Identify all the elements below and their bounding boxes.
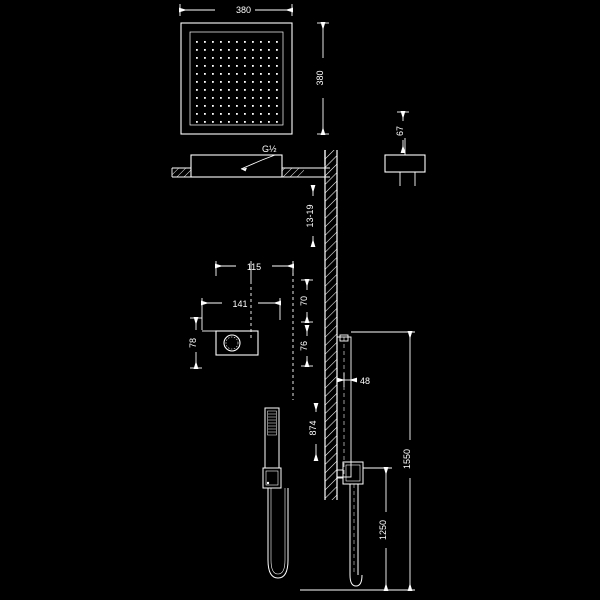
dimension-141 [201, 298, 281, 330]
label-wall-thickness: 13-19 [305, 204, 315, 227]
label-141: 141 [232, 299, 247, 309]
flexible-hose [267, 488, 289, 579]
label-115: 115 [247, 262, 261, 272]
shower-head-nozzles [196, 41, 278, 123]
dimension-48 [337, 373, 357, 387]
dimension-head-width [179, 4, 293, 16]
dimension-1250 [363, 467, 392, 591]
label-thread-size: G½ [262, 144, 277, 154]
thread-leader-line [240, 154, 276, 172]
ceiling-hatch-right [282, 168, 304, 177]
label-78: 78 [188, 338, 198, 348]
wall-bracket-holder [337, 461, 364, 485]
label-76: 76 [299, 341, 309, 351]
dimension-arm-height [397, 111, 409, 153]
ceiling-hatch-left [172, 168, 191, 177]
label-head-depth: 380 [315, 70, 325, 85]
column-tube [349, 484, 363, 587]
dimension-1550 [300, 331, 415, 591]
label-874: 874 [308, 420, 318, 435]
label-1250: 1250 [378, 520, 388, 540]
dimension-70 [301, 279, 313, 323]
dimension-76 [301, 325, 313, 367]
label-1550: 1550 [402, 449, 412, 469]
label-arm-height: 67 [395, 126, 405, 136]
ceiling-arm-right-plate [384, 138, 426, 186]
ceiling-mount-body [171, 154, 330, 178]
mixer-valve-plate [215, 330, 259, 356]
hand-shower-wand [262, 407, 282, 489]
shower-head-plan [180, 22, 293, 135]
label-70: 70 [299, 296, 309, 306]
wall-section [324, 150, 338, 500]
dimension-head-depth [317, 22, 329, 135]
label-head-width: 380 [236, 5, 251, 15]
wall-outlet-elbow [336, 334, 352, 478]
dimension-78 [190, 317, 216, 369]
label-48: 48 [360, 376, 370, 386]
